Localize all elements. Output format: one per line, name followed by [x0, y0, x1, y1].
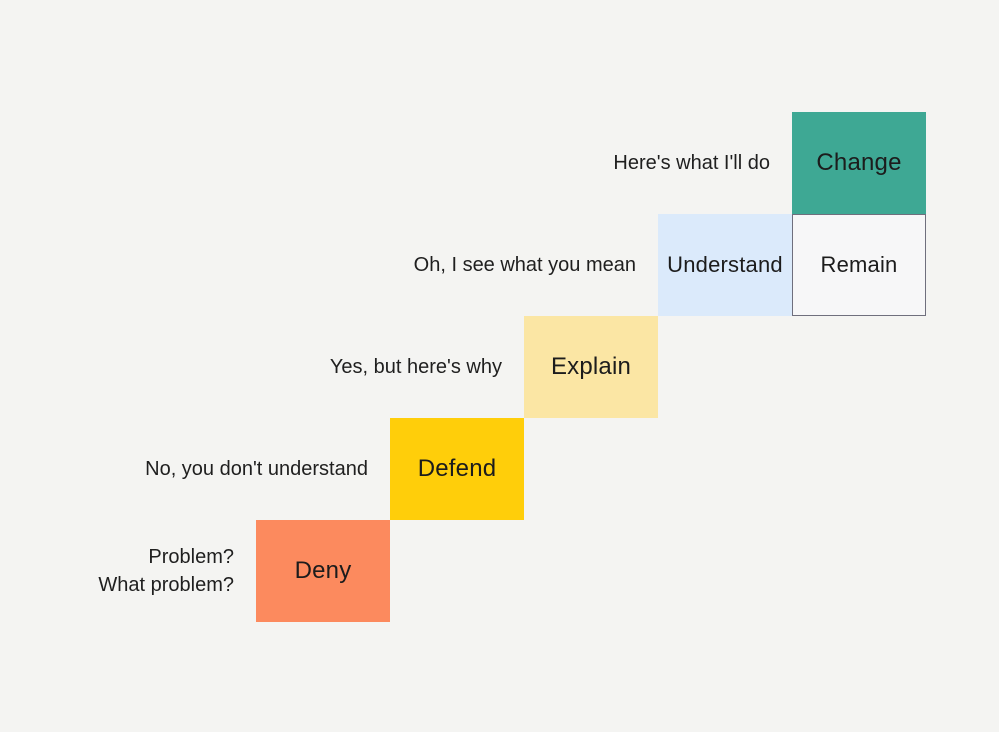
- step-title-understand: Understand: [667, 252, 783, 277]
- step-title-change: Change: [816, 149, 902, 176]
- outcome-box-remain: Remain: [792, 214, 926, 316]
- step-title-explain: Explain: [550, 353, 632, 380]
- step-box-understand: Understand: [658, 214, 792, 316]
- step-prompt-change: Here's what I'll do: [613, 152, 770, 174]
- step-prompt-understand: Oh, I see what you mean: [413, 254, 636, 276]
- step-title-defend: Defend: [417, 455, 497, 482]
- step-prompt-defend: No, you don't understand: [145, 458, 368, 480]
- step-prompt-deny: Problem? What problem?: [98, 546, 234, 596]
- step-box-change: Change: [792, 112, 926, 214]
- step-prompt-explain: Yes, but here's why: [329, 356, 502, 378]
- step-title-deny: Deny: [294, 557, 352, 584]
- step-box-deny: Deny: [256, 520, 390, 622]
- step-box-explain: Explain: [524, 316, 658, 418]
- outcome-title-remain: Remain: [820, 252, 898, 277]
- step-box-defend: Defend: [390, 418, 524, 520]
